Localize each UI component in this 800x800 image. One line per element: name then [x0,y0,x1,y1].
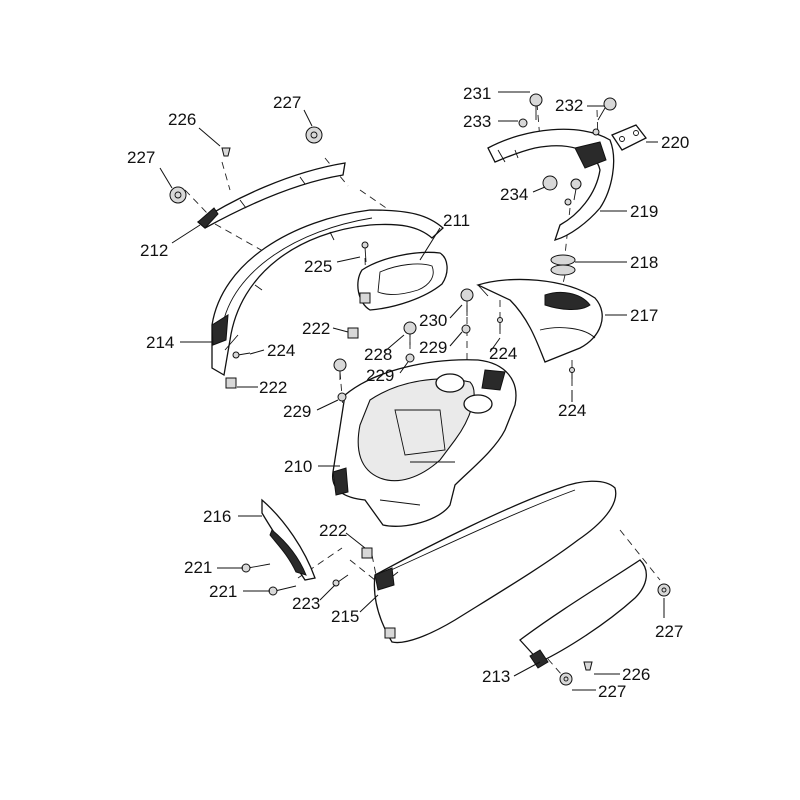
callout-labels: 231 232 233 220 234 219 218 217 226 227 … [127,84,689,701]
leader-lines [159,91,665,691]
callout-229-left: 229 [283,402,311,421]
part-216-side-panel [261,498,316,581]
callout-222-left: 222 [259,378,287,397]
callout-224-center: 224 [489,344,517,363]
callout-214: 214 [146,333,174,352]
part-212-rear-trim [196,162,346,229]
part-215-side-cover [373,480,617,644]
part-213-lower-panel [519,559,647,669]
part-219-grab-rail [487,128,615,241]
callout-223: 223 [292,594,320,613]
callout-233: 233 [463,112,491,131]
callout-232: 232 [555,96,583,115]
part-214-side-rail [211,209,444,377]
callout-210: 210 [284,457,312,476]
callout-230: 230 [419,311,447,330]
callout-219: 219 [630,202,658,221]
callout-221-lower: 221 [209,582,237,601]
callout-234: 234 [500,185,528,204]
callout-220: 220 [661,133,689,152]
callout-226-lower: 226 [622,665,650,684]
callout-212: 212 [140,241,168,260]
callout-224-right: 224 [558,401,586,420]
callout-222-upper: 222 [302,319,330,338]
callout-227-lower-right: 227 [655,622,683,641]
callout-227-lower: 227 [598,682,626,701]
callout-225: 225 [304,257,332,276]
callout-228: 228 [364,345,392,364]
callout-217: 217 [630,306,658,325]
part-217-tail-cover [476,278,603,363]
callout-229-center: 229 [419,338,447,357]
callout-224-left: 224 [267,341,295,360]
callout-227-upper-right: 227 [273,93,301,112]
part-220-bracket [611,124,647,151]
callout-221-upper: 221 [184,558,212,577]
part-218-grommet [550,254,576,276]
part-210-storage-bin [332,359,517,527]
callout-213: 213 [482,667,510,686]
part-211-storage-lid [357,251,448,311]
callout-222-lower: 222 [319,521,347,540]
callout-226-upper: 226 [168,110,196,129]
fasteners [169,93,671,686]
callout-229-mid: 229 [366,366,394,385]
callout-231: 231 [463,84,491,103]
callout-215: 215 [331,607,359,626]
callout-227-upper-left: 227 [127,148,155,167]
callout-211: 211 [443,211,470,230]
callout-218: 218 [630,253,658,272]
callout-216: 216 [203,507,231,526]
